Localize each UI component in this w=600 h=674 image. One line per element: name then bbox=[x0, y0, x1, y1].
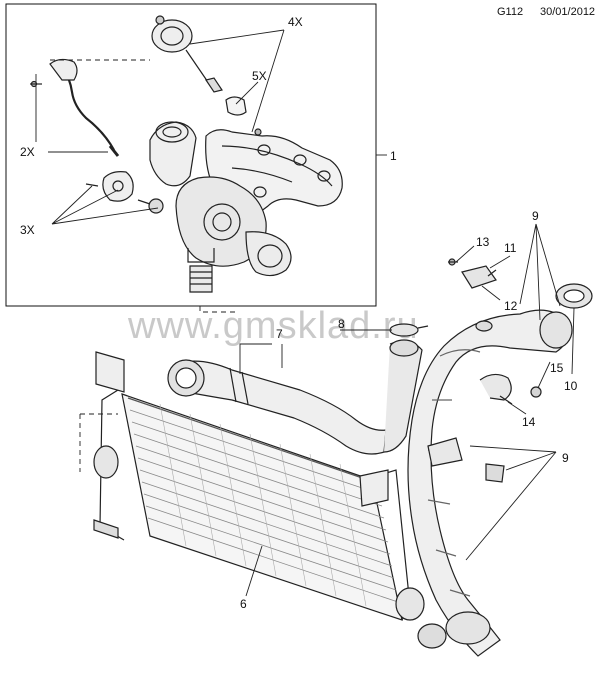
hose-7-illustration bbox=[167, 339, 423, 455]
callout-4x: 4X bbox=[288, 15, 303, 29]
diagram-code: G112 bbox=[497, 6, 524, 18]
diagram-date: 30/01/2012 bbox=[540, 6, 596, 18]
leader-lines bbox=[35, 29, 575, 597]
hose-9-illustration bbox=[407, 309, 573, 657]
intercooler-illustration bbox=[93, 351, 425, 621]
callout-9-top: 9 bbox=[532, 209, 539, 223]
turbocharger-illustration bbox=[30, 15, 343, 293]
callout-5x: 5X bbox=[252, 69, 267, 83]
callout-15: 15 bbox=[550, 361, 564, 375]
callout-3x: 3X bbox=[20, 223, 35, 237]
watermark: www.gmsklad.ru bbox=[127, 305, 419, 347]
callout-13: 13 bbox=[476, 235, 490, 249]
callout-2x: 2X bbox=[20, 145, 35, 159]
small-parts-illustration bbox=[448, 258, 593, 405]
callout-1: 1 bbox=[390, 149, 397, 163]
clamp-8-illustration bbox=[389, 323, 429, 337]
callout-9-bottom: 9 bbox=[562, 451, 569, 465]
callout-12: 12 bbox=[504, 299, 518, 313]
callout-10: 10 bbox=[564, 379, 578, 393]
callout-6: 6 bbox=[240, 597, 247, 611]
callout-11: 11 bbox=[504, 241, 517, 255]
callout-7: 7 bbox=[276, 327, 283, 341]
callout-8: 8 bbox=[338, 317, 345, 331]
callout-14: 14 bbox=[522, 415, 536, 429]
